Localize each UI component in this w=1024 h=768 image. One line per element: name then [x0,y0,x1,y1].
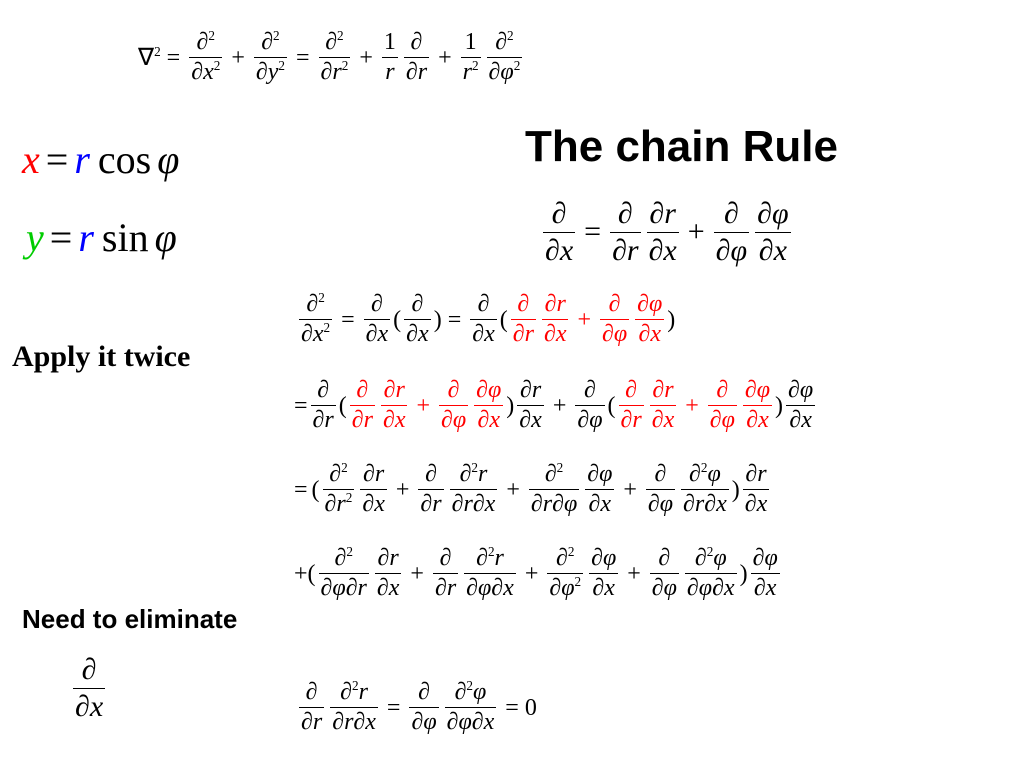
need-label: Need to eliminate [22,604,238,634]
elimination-equation: ∂∂r ∂2r∂r∂x = ∂∂φ ∂2φ∂φ∂x = 0 [299,678,537,736]
fraction: ∂2∂y2 [253,28,287,86]
second-derivative-line-3: = ( ∂2∂r2 ∂r∂x + ∂∂r ∂2r∂r∂x + ∂2∂r∂φ ∂φ… [294,460,770,518]
second-derivative-line-1: ∂2∂x2 = ∂∂x ( ∂∂x ) = ∂∂x ( ∂∂r ∂r∂x + ∂… [299,290,676,348]
y-definition: y = r sin φ [26,215,177,260]
second-derivative-line-2: = ∂∂r ( ∂∂r ∂r∂x + ∂∂φ ∂φ∂x ) ∂r∂x + ∂∂φ… [294,377,816,434]
slide-title: The chain Rule [525,122,838,171]
fraction: ∂∂r [403,29,430,86]
second-derivative-line-4: +( ∂2∂φ∂r ∂r∂x + ∂∂r ∂2r∂φ∂x + ∂2∂φ2 ∂φ∂… [294,544,780,602]
nabla-symbol: ∇2 [138,43,161,71]
fraction: ∂2∂φ2 [486,28,523,86]
chain-rule-equation: ∂∂x = ∂∂r ∂r∂x + ∂∂φ ∂φ∂x [543,197,791,267]
apply-label: Apply it twice [12,340,191,373]
x-definition: x = r cos φ [22,137,180,182]
partial-x-operator: ∂∂x [73,653,106,723]
fraction: ∂2∂x2 [189,28,223,86]
fraction: ∂2∂r2 [318,28,351,86]
